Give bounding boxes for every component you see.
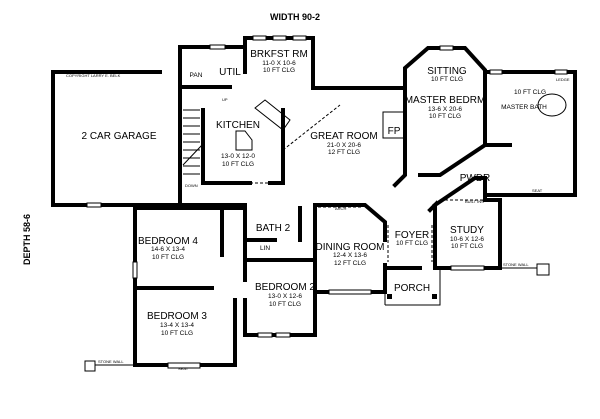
- room-bedroom-3: BEDROOM 3 13-4 X 13-4 10 FT CLG: [147, 311, 207, 337]
- svg-text:10 FT CLG: 10 FT CLG: [161, 330, 193, 337]
- kitchen-island: [235, 130, 253, 151]
- svg-text:BEDROOM 2: BEDROOM 2: [255, 282, 315, 293]
- room-bedroom-2: BEDROOM 2 13-0 X 12-6 10 FT CLG: [255, 282, 315, 308]
- svg-text:14-6 X 13-4: 14-6 X 13-4: [151, 246, 185, 253]
- room-sitting: SITTING 10 FT CLG: [427, 66, 467, 83]
- svg-text:10 FT CLG: 10 FT CLG: [514, 89, 546, 96]
- svg-text:21-0 X 20-6: 21-0 X 20-6: [327, 142, 361, 149]
- svg-text:10 FT CLG: 10 FT CLG: [269, 301, 301, 308]
- room-labels: BRKFST RM 11-0 X 10-6 10 FT CLG UTIL PAN…: [81, 49, 547, 337]
- fireplace: [382, 111, 406, 139]
- staircase: [182, 109, 203, 175]
- svg-text:10 FT CLG: 10 FT CLG: [431, 76, 463, 83]
- bath-seat-note: SEAT: [532, 188, 543, 193]
- ledge-note: LEDGE: [556, 77, 570, 82]
- svg-text:10 FT CLG: 10 FT CLG: [396, 240, 428, 247]
- exterior-walls: [51, 36, 577, 367]
- room-lin: LIN: [260, 245, 270, 252]
- svg-text:10-6 X 12-6: 10-6 X 12-6: [450, 236, 484, 243]
- room-pwdr: PWDR: [460, 173, 491, 184]
- room-master-bedrm: MASTER BEDRM 13-6 X 20-6 10 FT CLG: [405, 95, 486, 120]
- room-util: UTIL: [219, 67, 241, 78]
- windows: [86, 35, 568, 369]
- svg-text:10 FT CLG: 10 FT CLG: [222, 161, 254, 168]
- room-great-room: GREAT ROOM 21-0 X 20-6 12 FT CLG: [310, 131, 377, 156]
- svg-text:MASTER BATH: MASTER BATH: [501, 104, 547, 111]
- svg-text:13-4 X 13-4: 13-4 X 13-4: [160, 322, 194, 329]
- small-notes: UP DOWN LEDGE SEAT SEAT BUILT INS ARCH: [178, 77, 570, 371]
- svg-text:BEDROOM 4: BEDROOM 4: [138, 236, 198, 247]
- stairs-down-note: DOWN: [185, 183, 198, 188]
- study-built-ins-note: BUILT INS: [465, 199, 484, 204]
- stone-wall-note-right: STONE WALL: [503, 262, 529, 267]
- stairs-up-note: UP: [222, 97, 228, 102]
- svg-text:GREAT ROOM: GREAT ROOM: [310, 131, 377, 142]
- svg-text:12-4 X 13-6: 12-4 X 13-6: [333, 252, 367, 259]
- stone-wall-note-left: STONE WALL: [98, 359, 124, 364]
- svg-text:DINING ROOM: DINING ROOM: [316, 242, 385, 253]
- room-fp: FP: [388, 126, 401, 137]
- width-label: WIDTH 90-2: [270, 12, 320, 22]
- room-dining: DINING ROOM 12-4 X 13-6 12 FT CLG: [316, 242, 385, 267]
- room-pan: PAN: [190, 72, 203, 79]
- room-kitchen: KITCHEN 13-0 X 12-0 10 FT CLG: [216, 120, 260, 168]
- room-bath-2: BATH 2: [256, 223, 291, 234]
- svg-text:13-0 X 12-6: 13-0 X 12-6: [268, 293, 302, 300]
- svg-text:10 FT CLG: 10 FT CLG: [429, 113, 461, 120]
- room-master-bath: 10 FT CLG MASTER BATH: [501, 89, 547, 111]
- room-study: STUDY 10-6 X 12-6 10 FT CLG: [450, 225, 484, 250]
- svg-text:12 FT CLG: 12 FT CLG: [334, 260, 366, 267]
- svg-text:10 FT CLG: 10 FT CLG: [152, 254, 184, 261]
- svg-text:11-0 X 10-6: 11-0 X 10-6: [262, 60, 296, 67]
- svg-text:STUDY: STUDY: [450, 225, 484, 236]
- room-porch: PORCH: [394, 283, 430, 294]
- svg-text:BRKFST RM: BRKFST RM: [250, 49, 308, 60]
- depth-label: DEPTH 58-6: [22, 214, 32, 265]
- interior-walls: [133, 45, 567, 306]
- room-brkfst: BRKFST RM 11-0 X 10-6 10 FT CLG: [250, 49, 308, 74]
- svg-text:MASTER BEDRM: MASTER BEDRM: [405, 95, 486, 106]
- room-garage: 2 CAR GARAGE: [81, 131, 156, 142]
- svg-text:10 FT CLG: 10 FT CLG: [263, 67, 295, 74]
- stone-walls: STONE WALL STONE WALL: [84, 262, 550, 372]
- dining-arch-note: ARCH: [335, 206, 346, 211]
- svg-text:12 FT CLG: 12 FT CLG: [328, 149, 360, 156]
- room-foyer: FOYER 10 FT CLG: [395, 230, 429, 247]
- svg-text:SITTING: SITTING: [427, 66, 467, 77]
- bedroom-seat-note: SEAT: [178, 366, 189, 371]
- svg-text:BEDROOM 3: BEDROOM 3: [147, 311, 207, 322]
- svg-text:10 FT CLG: 10 FT CLG: [451, 243, 483, 250]
- svg-text:13-6 X 20-6: 13-6 X 20-6: [428, 106, 462, 113]
- svg-text:KITCHEN: KITCHEN: [216, 120, 260, 131]
- svg-text:FOYER: FOYER: [395, 230, 429, 241]
- room-bedroom-4: BEDROOM 4 14-6 X 13-4 10 FT CLG: [138, 236, 198, 261]
- copyright-note: COPYRIGHT LARRY E. BELK: [66, 73, 121, 78]
- svg-text:13-0 X 12-0: 13-0 X 12-0: [221, 153, 255, 160]
